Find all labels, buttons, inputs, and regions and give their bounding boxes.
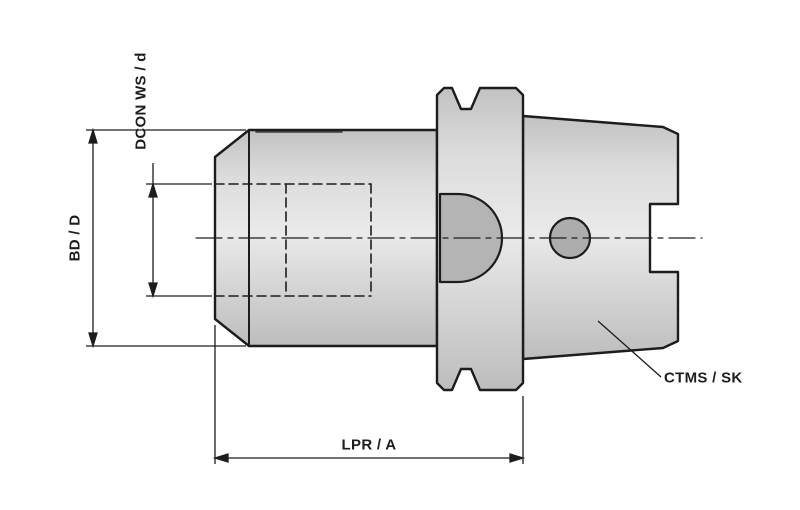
- label-body-diameter: BD / D: [66, 214, 84, 262]
- dcon-arrow-up: [148, 181, 158, 198]
- dimension-bd: [86, 127, 246, 349]
- dimension-lpr: [212, 325, 526, 464]
- label-taper: CTMS / SK: [664, 369, 743, 387]
- lpr-arrow-left: [212, 453, 229, 463]
- label-projection-length: LPR / A: [341, 436, 397, 454]
- dcon-arrow-down: [148, 282, 158, 299]
- bd-arrow-down: [88, 332, 98, 349]
- label-bore-diameter: DCON WS / d: [132, 52, 150, 150]
- flange: [435, 86, 525, 392]
- lpr-arrow-right: [509, 453, 526, 463]
- hidden-bore-lines: [214, 183, 372, 297]
- dimension-dcon: [146, 163, 212, 299]
- bd-arrow-up: [88, 127, 98, 144]
- ctms-leader-line: [597, 320, 662, 378]
